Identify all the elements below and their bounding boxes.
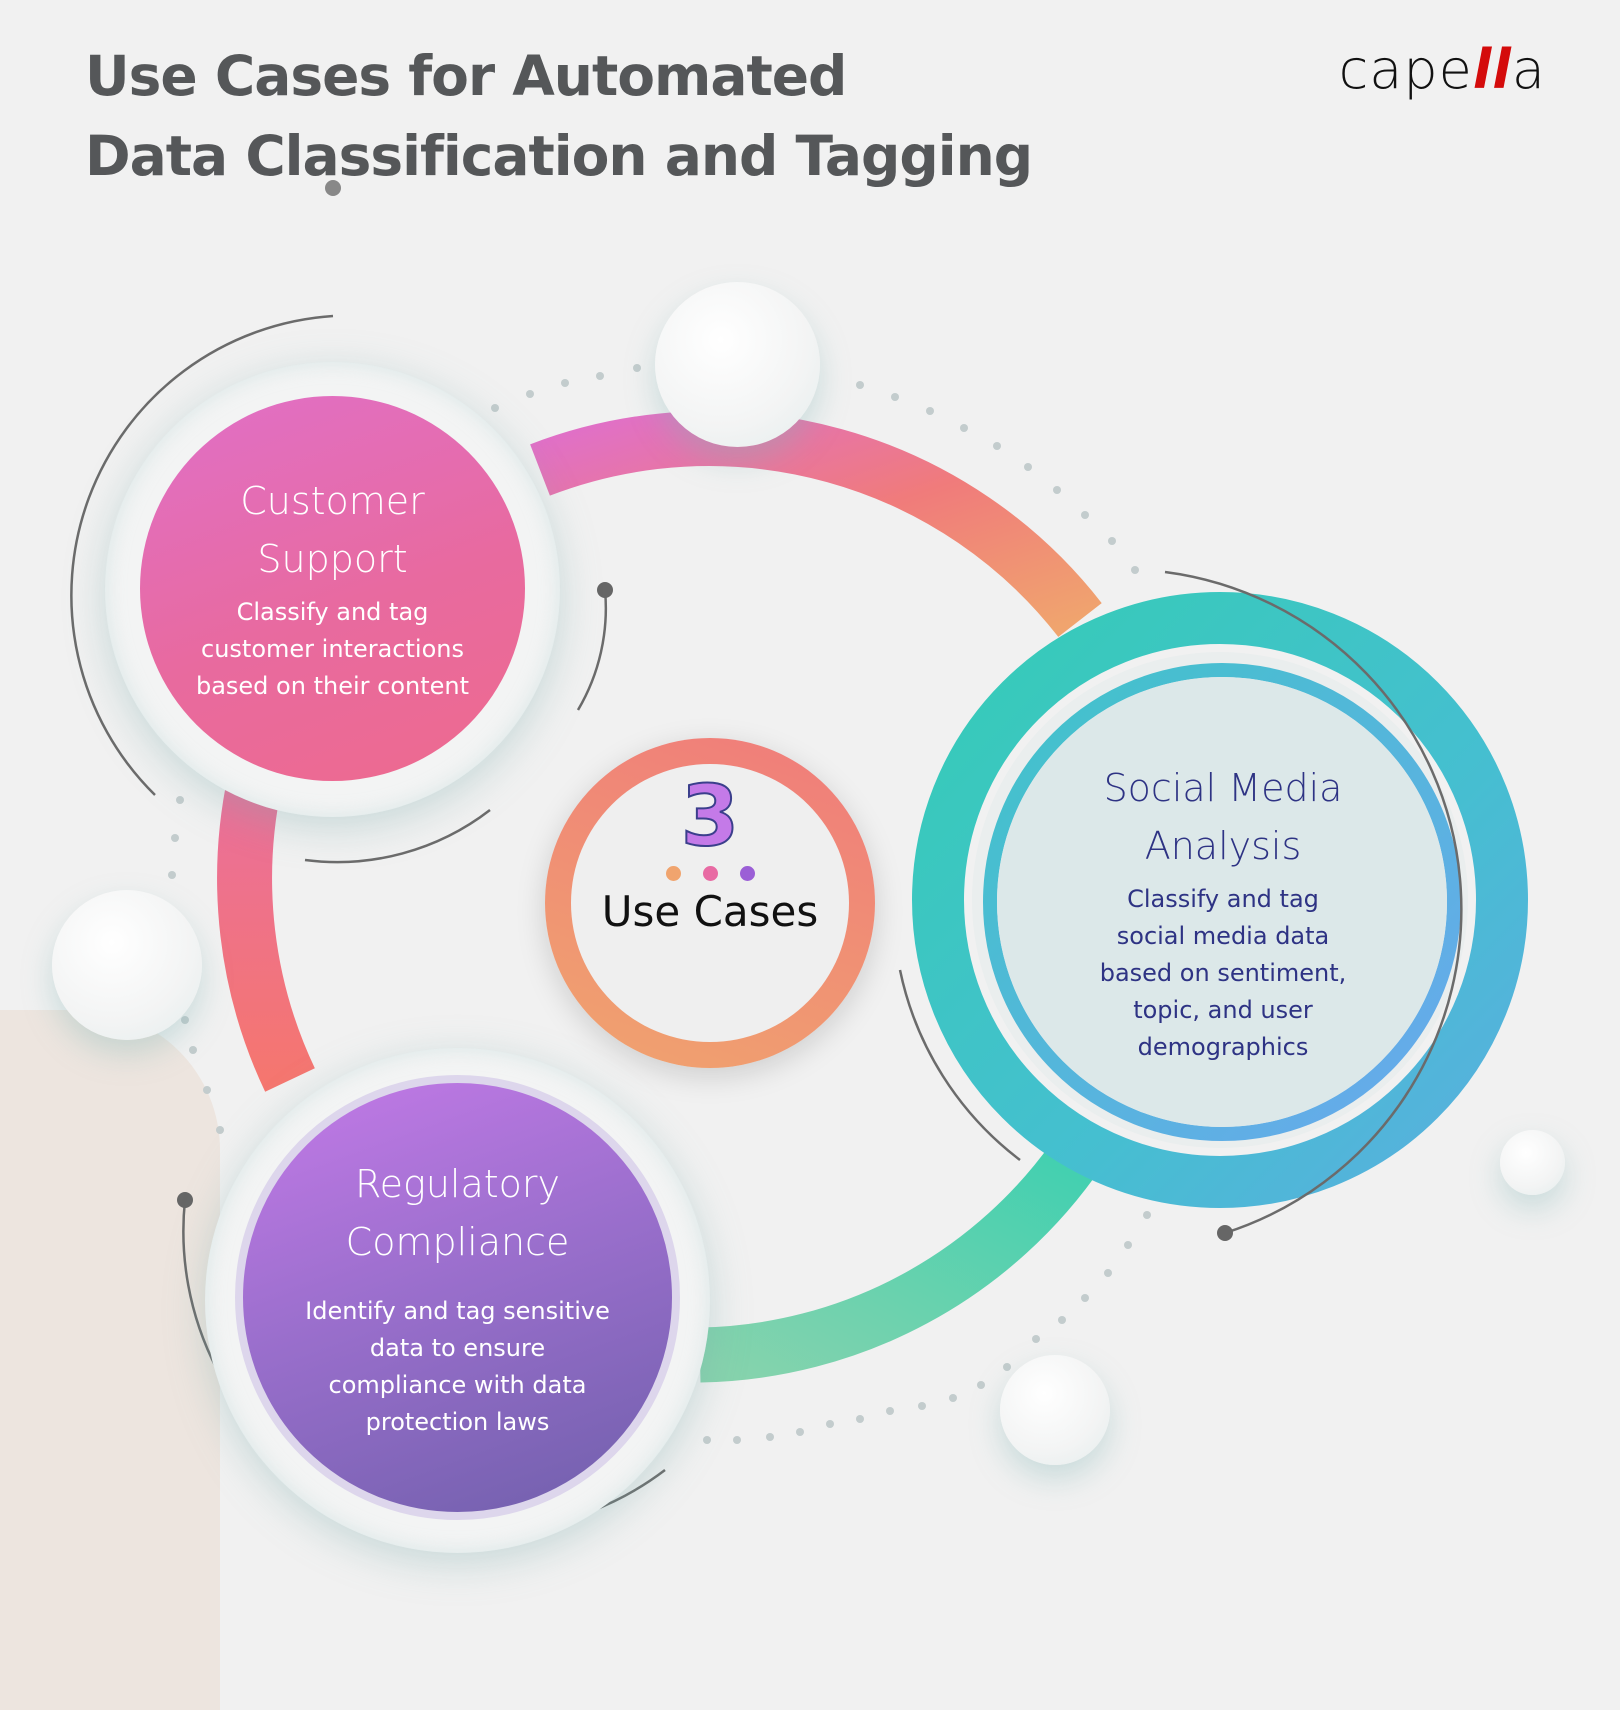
decorative-ball (1500, 1130, 1565, 1195)
decorative-ball (1000, 1355, 1110, 1465)
use-case-title: Customer Support (240, 479, 425, 581)
dot-pink-icon (702, 866, 718, 881)
connector-rings (70, 180, 1528, 1533)
center-dots (665, 866, 755, 881)
use-case-description: Identify and tag sensitive data to ensur… (305, 1296, 610, 1436)
use-case-title: Regulatory Compliance (345, 1161, 570, 1264)
page-title: Use Cases for Automated Data Classificat… (85, 36, 1033, 196)
page-title-line1: Use Cases for Automated (85, 44, 847, 108)
center-hub: 3 Use Cases (571, 764, 849, 1042)
decorative-ball (655, 282, 820, 447)
center-label: Use Cases (601, 887, 819, 936)
logo-accent-mark: ll (1472, 38, 1512, 101)
use-case-regulatory-compliance: Regulatory Compliance Identify and tag s… (235, 1075, 680, 1520)
use-case-description: Classify and tag customer interactions b… (195, 598, 470, 700)
use-case-title: Social Media Analysis (1103, 765, 1343, 868)
beige-background-shape (0, 1010, 220, 1710)
use-case-count: 3 (680, 767, 740, 865)
dot-orange-icon (665, 866, 681, 881)
use-case-social-media-analysis: Social Media Analysis Classify and tag s… (1003, 712, 1443, 1112)
use-case-customer-support: Customer Support Classify and tag custom… (140, 396, 525, 781)
dot-purple-icon (739, 866, 755, 881)
decorative-ball (52, 890, 202, 1040)
use-case-description: Classify and tag social media data based… (1099, 884, 1347, 1061)
page-title-line2: Data Classification and Tagging (85, 124, 1033, 188)
capella-logo: capella (1338, 38, 1546, 101)
